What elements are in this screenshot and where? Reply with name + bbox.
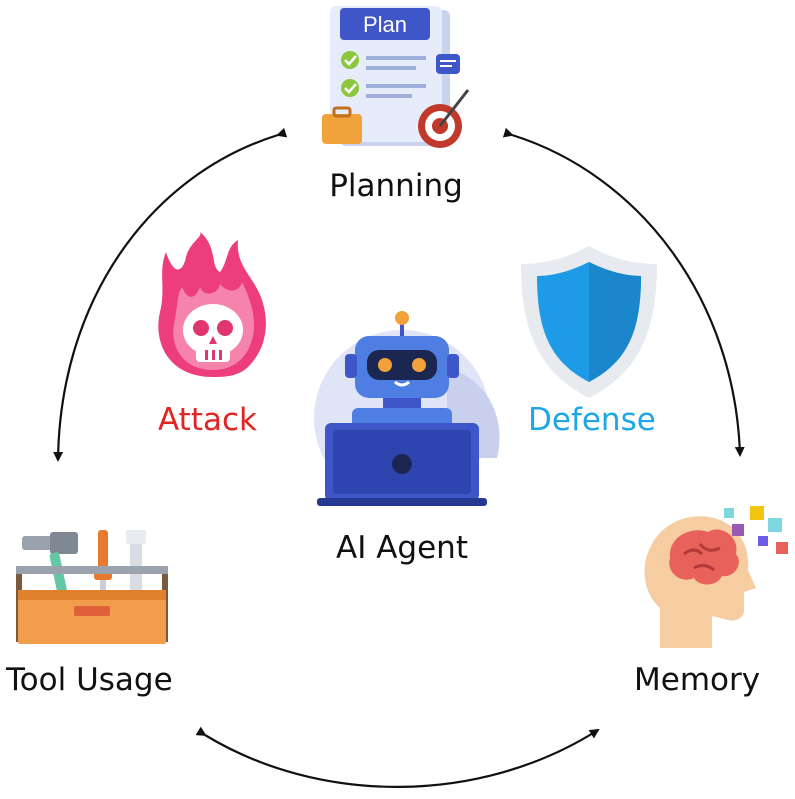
memory-label: Memory: [634, 662, 761, 698]
agent-label: AI Agent: [336, 530, 468, 566]
shield-icon: [521, 246, 657, 398]
defense-label: Defense: [528, 402, 656, 438]
attack-label: Attack: [158, 402, 257, 438]
plan-clipboard-icon: Plan: [322, 6, 470, 148]
flaming-skull-icon: [158, 232, 266, 377]
plan-badge-text: Plan: [363, 12, 407, 37]
tool-usage-label: Tool Usage: [6, 662, 173, 698]
robot-laptop-icon: [314, 311, 500, 506]
arrow-planning-memory: [502, 127, 745, 457]
planning-label: Planning: [329, 168, 463, 204]
arrow-tool-memory: [195, 726, 600, 788]
arrow-planning-tool: [53, 127, 288, 462]
brain-head-icon: [644, 506, 788, 648]
toolbox-icon: [16, 530, 168, 644]
